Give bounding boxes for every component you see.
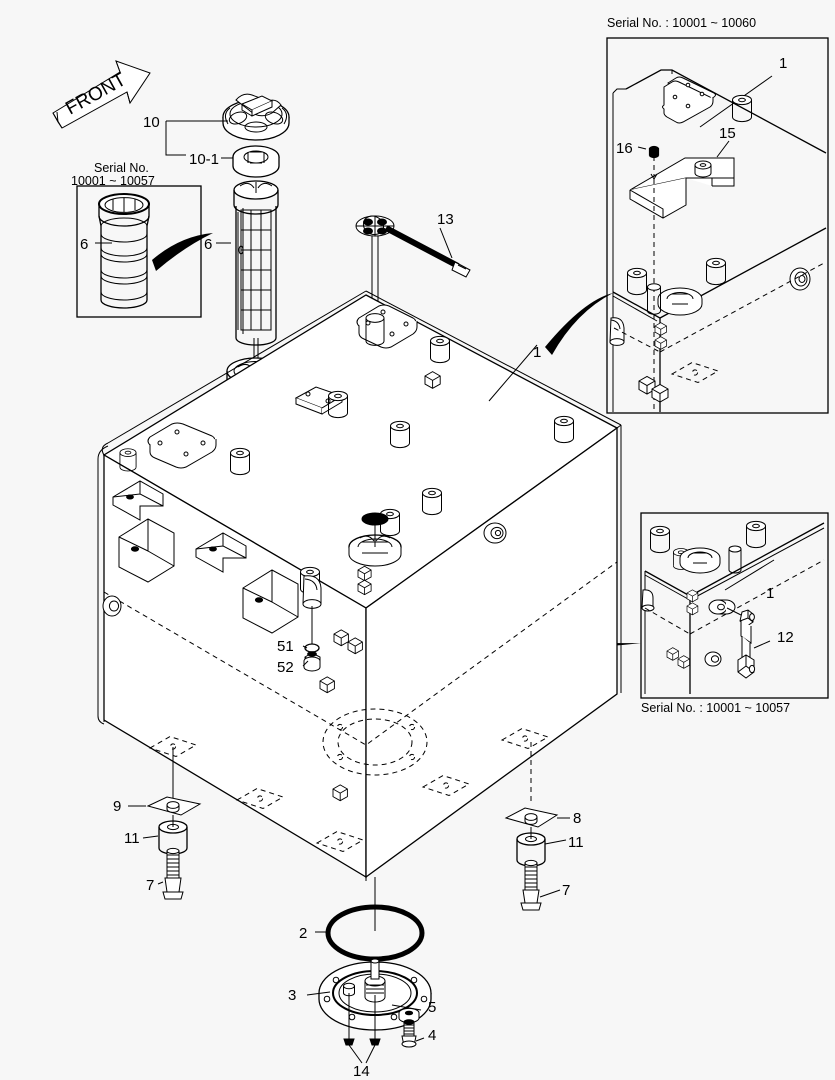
flange-small-boss: [343, 982, 355, 997]
left-grommet: [102, 595, 122, 617]
pointer-to-topright: [545, 293, 613, 355]
callout-11-right: 11: [568, 834, 584, 851]
inset-filler-plate: [662, 76, 716, 124]
o-ring-2: [325, 877, 425, 962]
hidden-sender-opening: [322, 708, 428, 776]
inset-mr-grommet: [704, 651, 722, 667]
left-bracket-b: [118, 518, 175, 583]
inset-grommet: [789, 267, 811, 291]
sender-rod-13: [355, 215, 471, 516]
inset-mid-right-caption: Serial No. : 10001 ~ 10057: [641, 701, 790, 715]
bracket-plate-9: [146, 796, 202, 816]
callout-2: 2: [299, 925, 307, 942]
callout-5: 5: [428, 999, 436, 1016]
callout-1-topright: 1: [779, 55, 787, 72]
sender-plate-top: [356, 304, 418, 349]
callout-14: 14: [353, 1063, 370, 1080]
left-bracket-d: [242, 569, 299, 634]
callout-1-main: 1: [533, 344, 541, 361]
cap-gasket-10-1: [232, 145, 280, 178]
callout-10-1: 10-1: [189, 151, 219, 168]
callout-9: 9: [113, 798, 121, 815]
inset-mr-tank-corner: [641, 520, 825, 694]
drain-plug-52: [303, 651, 321, 672]
top-grommet: [483, 522, 507, 544]
callout-7-left: 7: [146, 877, 154, 894]
inset-fitting-12: [708, 599, 771, 679]
inset-left: Serial No. 10001 ~ 10057 6: [71, 161, 202, 318]
inset-ring-fitting: [657, 287, 703, 316]
callout-1-midright: 1: [766, 585, 774, 602]
inset-strainer-6: [98, 193, 150, 309]
inset-cylinder: [647, 283, 661, 315]
fuel-tank-1: [97, 290, 622, 881]
inset-bracket-15: [629, 140, 735, 219]
rod-seal-flange: [348, 512, 402, 567]
inset-tank-corner: [609, 69, 827, 412]
right-elbow: [302, 575, 322, 609]
strainer-assembly-6: [233, 180, 279, 391]
left-bracket-c: [195, 532, 247, 573]
callout-15: 15: [719, 125, 736, 142]
top-plate-left: [147, 422, 217, 469]
callout-12: 12: [777, 629, 794, 646]
callout-11-left: 11: [124, 830, 140, 847]
flange-center-boss: [364, 958, 386, 1003]
callout-51: 51: [277, 638, 294, 655]
callout-7-right: 7: [562, 882, 570, 899]
callout-6-inset: 6: [80, 236, 88, 253]
callout-52: 52: [277, 659, 294, 676]
callout-13: 13: [437, 211, 454, 228]
callout-6-main: 6: [204, 236, 212, 253]
tank-left-face-fittings: [102, 480, 299, 634]
inset-mid-right: Serial No. : 10001 ~ 10057 1 12: [640, 512, 829, 715]
mounting-bolt-7-right: [520, 859, 542, 911]
screw-set-14: [343, 993, 381, 1064]
pointer-inset-left: [152, 233, 213, 271]
inset-mr-cylinder: [728, 545, 742, 574]
inset-elbow: [609, 317, 625, 346]
callout-4: 4: [428, 1027, 436, 1044]
inset-left-caption-2: 10001 ~ 10057: [71, 174, 155, 188]
bushing-11-left: [158, 815, 188, 855]
inset-top-right-caption: Serial No. : 10001 ~ 10060: [607, 16, 756, 30]
callout-10: 10: [143, 114, 160, 131]
callout-3: 3: [288, 987, 296, 1004]
right-mount-stack: 8 11 7: [504, 742, 584, 911]
bracket-plate-8: [504, 807, 559, 828]
front-arrow: FRONT: [52, 60, 151, 129]
inset-mr-elbow: [641, 589, 655, 612]
inset-bolt-16: [637, 145, 660, 412]
callout-16: 16: [616, 140, 633, 157]
tank-right-face-fittings: [302, 565, 428, 802]
mounting-bolt-7-left: [162, 847, 184, 900]
inset-mr-ring: [679, 547, 721, 574]
left-mount-stack: 9 11 7: [113, 747, 202, 900]
inset-left-caption-1: Serial No.: [94, 161, 149, 175]
bolt-4: [401, 1019, 425, 1048]
inset-top-right: Serial No. : 10001 ~ 10060 1 15 16: [606, 16, 829, 414]
callout-8: 8: [573, 810, 581, 827]
washer-5: [391, 1004, 422, 1024]
left-bracket-a: [112, 480, 164, 521]
tank-top-fittings: [119, 304, 574, 595]
filler-cap-10: [222, 93, 290, 141]
